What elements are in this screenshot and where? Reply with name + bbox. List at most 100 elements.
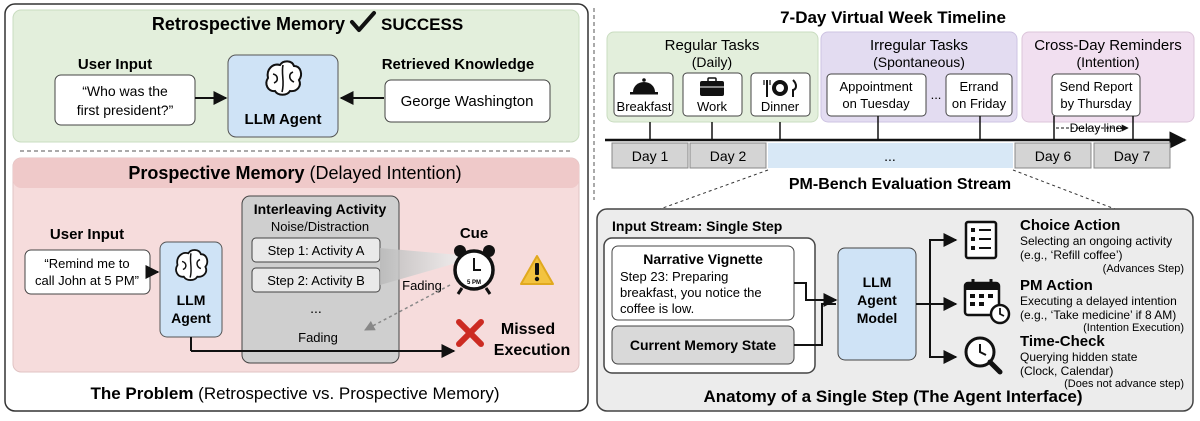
day-ellipsis-label: ...	[884, 148, 896, 164]
pm-action-line-2: (e.g., ‘Take medicine’ if 8 AM)	[1020, 308, 1176, 322]
errand-line-2: on Friday	[952, 96, 1007, 111]
time-check-title: Time-Check	[1020, 333, 1105, 350]
model-line-1: LLM	[863, 274, 892, 290]
report-box	[1051, 73, 1141, 117]
retro-status: SUCCESS	[381, 15, 463, 34]
vignette-connector	[794, 282, 838, 307]
choice-action-line-2: (e.g., ‘Refill coffee’)	[1020, 248, 1123, 262]
day-1-box	[611, 142, 689, 169]
retrospective-section: Retrospective Memory SUCCESS User Input …	[12, 9, 580, 143]
cross-icon	[456, 319, 484, 347]
day-7-box	[1093, 142, 1171, 169]
brain-icon	[175, 249, 209, 281]
regular-subtitle: (Daily)	[692, 54, 732, 70]
model-line-2: Agent	[857, 292, 897, 308]
branch-to-choice	[929, 233, 958, 304]
fading-arrow	[364, 284, 451, 331]
stream-band	[768, 143, 1013, 168]
zoom-line-right	[1012, 169, 1116, 210]
activity-ellipsis: ...	[310, 300, 322, 316]
fading-wedge	[380, 248, 460, 285]
fading-1-label: Fading	[402, 278, 442, 293]
cross-subtitle: (Intention)	[1076, 54, 1139, 70]
missed-line-1: Missed	[501, 321, 555, 338]
timeline-ticks	[649, 116, 1134, 140]
memory-connector	[794, 303, 836, 346]
day-2-box	[689, 142, 767, 169]
pm-action-note: (Intention Execution)	[1083, 322, 1184, 334]
breakfast-label: Breakfast	[617, 99, 672, 114]
checklist-icon	[964, 220, 998, 260]
activity-title: Interleaving Activity	[254, 201, 387, 217]
retro-agent-box	[227, 54, 339, 138]
vignette-line-2: breakfast, you notice the	[620, 285, 762, 300]
fading-2-label: Fading	[298, 330, 338, 345]
regular-tasks-panel: Regular Tasks (Daily) Breakfast Work Din…	[606, 31, 819, 123]
irregular-subtitle: (Spontaneous)	[873, 54, 965, 70]
cross-title: Cross-Day Reminders	[1034, 37, 1182, 54]
request-line-1: “Remind me to	[44, 256, 129, 271]
irregular-tasks-panel: Irregular Tasks (Spontaneous) Appointmen…	[820, 31, 1018, 123]
branch-to-timecheck	[929, 304, 958, 364]
retro-title: Retrospective Memory	[152, 14, 345, 34]
vignette-title: Narrative Vignette	[643, 251, 763, 267]
request-line-2: call John at 5 PM”	[35, 273, 139, 288]
time-check-line-1: Querying hidden state	[1020, 350, 1138, 364]
pm-action-title: PM Action	[1020, 277, 1093, 294]
memory-state-label: Current Memory State	[630, 337, 776, 353]
input-stream-label: Input Stream: Single Step	[612, 218, 782, 234]
day-7-label: Day 7	[1114, 148, 1151, 164]
activity-subtitle: Noise/Distraction	[271, 219, 369, 234]
question-box	[54, 74, 196, 126]
choice-action-line-1: Selecting an ongoing activity	[1020, 234, 1172, 248]
model-line-3: Model	[857, 310, 897, 326]
calendar-clock-icon	[963, 279, 1011, 325]
irregular-title: Irregular Tasks	[870, 37, 968, 54]
report-line-2: by Thursday	[1060, 96, 1132, 111]
missed-line-2: Execution	[494, 342, 570, 359]
left-caption: The Problem (Retrospective vs. Prospecti…	[90, 384, 499, 403]
pro-user-input-label: User Input	[50, 226, 124, 243]
timeline-title: 7-Day Virtual Week Timeline	[780, 8, 1006, 27]
cross-day-panel: Cross-Day Reminders (Intention) Send Rep…	[1021, 31, 1195, 123]
report-line-1: Send Report	[1060, 79, 1133, 94]
appointment-box	[826, 73, 927, 117]
pro-agent-line-1: LLM	[177, 292, 206, 308]
time-check-line-2: (Clock, Calendar)	[1020, 364, 1113, 378]
check-icon	[350, 11, 376, 32]
alarm-clock-icon: 5 PM	[453, 245, 495, 295]
anatomy-caption: Anatomy of a Single Step (The Agent Inte…	[703, 387, 1082, 406]
time-check-note: (Does not advance step)	[1064, 378, 1184, 390]
cloche-icon	[630, 78, 658, 95]
appointment-line-1: Appointment	[840, 79, 913, 94]
magnifier-clock-icon	[964, 336, 1003, 375]
vignette-line-3: coffee is low.	[620, 301, 694, 316]
regular-title: Regular Tasks	[665, 37, 760, 54]
choice-action-note: (Advances Step)	[1103, 263, 1184, 275]
step2-text: Step 2: Activity B	[267, 273, 365, 288]
dinner-icon	[763, 79, 797, 97]
retrieved-label: Retrieved Knowledge	[382, 56, 535, 73]
prospective-title: Prospective Memory (Delayed Intention)	[128, 163, 461, 183]
warning-icon	[520, 255, 554, 285]
answer-box	[384, 79, 551, 123]
day-6-label: Day 6	[1035, 148, 1072, 164]
errand-line-1: Errand	[959, 79, 998, 94]
question-line-1: “Who was the	[82, 83, 168, 99]
answer-text: George Washington	[401, 93, 534, 110]
zoom-line-left	[659, 169, 769, 210]
day-2-label: Day 2	[710, 148, 747, 164]
errand-box	[945, 73, 1013, 117]
pm-action-line-1: Executing a delayed intention	[1020, 294, 1177, 308]
dinner-label: Dinner	[761, 99, 800, 114]
day-6-box	[1014, 142, 1092, 169]
retro-agent-label: LLM Agent	[245, 111, 322, 128]
work-label: Work	[697, 99, 728, 114]
irregular-dots: ...	[931, 87, 942, 102]
stream-label: PM-Bench Evaluation Stream	[789, 176, 1011, 193]
brain-icon	[265, 60, 303, 96]
prospective-section: Prospective Memory (Delayed Intention) U…	[12, 157, 580, 373]
clock-time: 5 PM	[467, 280, 481, 286]
day-1-label: Day 1	[632, 148, 669, 164]
